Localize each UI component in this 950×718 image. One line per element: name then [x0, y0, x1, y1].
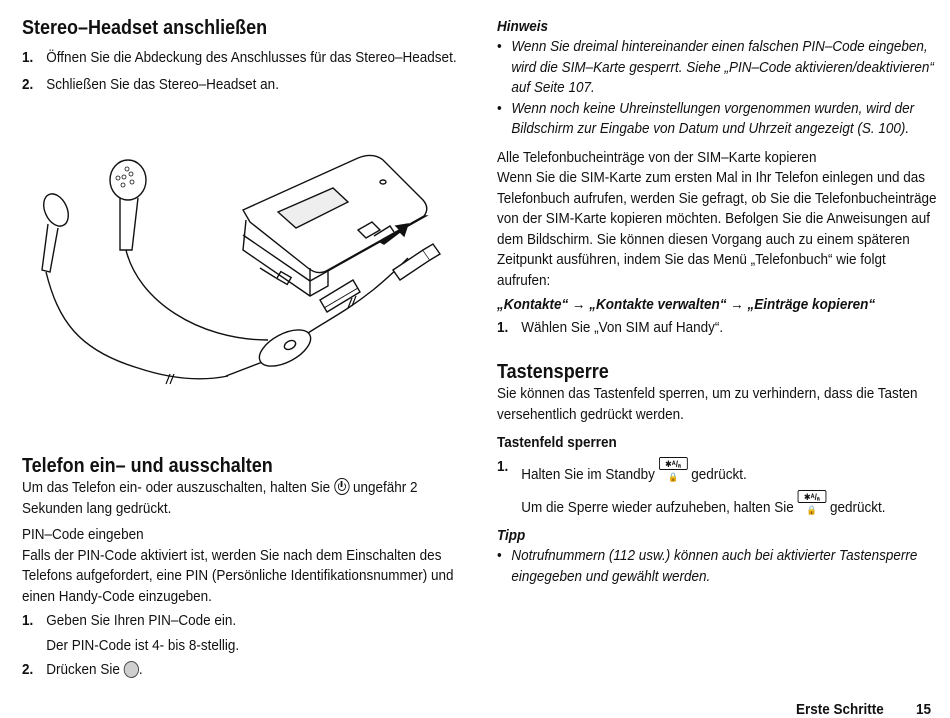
lock-step-1-sub: Um die Sperre wieder aufzuheben, halten … [521, 489, 886, 516]
phone-body [242, 154, 428, 274]
headset-illustration [41, 154, 442, 385]
pin-step-1: 1. Geben Sie Ihren PIN–Code ein. [22, 612, 237, 629]
star-lock-key-icon: ✱ᴬ/ₐ 🔒 [797, 489, 827, 515]
plug [392, 249, 431, 281]
footer-page-number: 15 [916, 701, 932, 718]
pin-step-1-sub: Der PIN-Code ist 4- bis 8-stellig. [46, 636, 240, 654]
copy-text: Wenn Sie die SIM-Karte zum ersten Mal in… [497, 169, 937, 289]
lock-text: Sie können das Tastenfeld sperren, um zu… [497, 385, 918, 423]
headset-step-1: 1. Öffnen Sie die Abdeckung des Anschlus… [22, 49, 457, 66]
hinweis-bullet-1: •Wenn Sie dreimal hintereinander einen f… [497, 38, 934, 96]
power-section: Telefon ein– und ausschalten Um das Tele… [22, 454, 462, 681]
left-earbud-stem [41, 223, 59, 273]
power-key-icon [333, 478, 350, 495]
lock-heading: Tastensperre [497, 361, 609, 383]
hinweis-heading: Hinweis [497, 18, 549, 35]
power-heading: Telefon ein– und ausschalten [22, 455, 273, 477]
copy-step-1: 1. Wählen Sie „Von SIM auf Handy“. [497, 318, 724, 336]
right-earbud [109, 159, 147, 201]
right-earbud-stem [119, 197, 139, 251]
lock-step-1: 1. Halten Sie im Standby ✱ᴬ/ₐ 🔒 gedrückt… [497, 457, 747, 483]
insert-arrow [378, 223, 410, 245]
menu-path: „Kontakte“ → „Kontakte verwalten“ → „Ein… [497, 296, 876, 313]
hinweis-bullet-2: •Wenn noch keine Uhreinstellungen vorgen… [497, 99, 915, 138]
headset-section: Stereo–Headset anschließen 1. Öffnen Sie… [22, 16, 462, 95]
tipp-heading: Tipp [497, 527, 526, 544]
power-text: Um das Telefon ein- oder auszuschalten, … [22, 478, 418, 517]
footer-section-title: Erste Schritte [796, 701, 884, 718]
pin-text: Falls der PIN-Code aktiviert ist, werden… [22, 546, 454, 605]
headset-heading: Stereo–Headset anschließen [22, 17, 268, 39]
cable-right [125, 249, 269, 341]
pin-subheading: PIN–Code eingeben [22, 526, 144, 543]
lock-subheading: Tastenfeld sperren [497, 434, 617, 451]
tipp-bullet-1: •Notrufnummern (112 usw.) können auch be… [497, 547, 918, 585]
left-earbud [43, 193, 69, 227]
hinweis-section: Hinweis •Wenn Sie dreimal hintereinander… [497, 17, 937, 587]
headset-step-2: 2. Schließen Sie das Stereo–Headset an. [22, 75, 279, 93]
center-key-icon [123, 661, 139, 678]
star-lock-key-icon: ✱ᴬ/ₐ 🔒 [658, 457, 688, 482]
pin-step-2: 2. Drücken Sie . [22, 661, 143, 678]
cable-left [45, 271, 229, 380]
phone-display [276, 187, 350, 229]
copy-subheading: Alle Telefonbucheinträge von der SIM–Kar… [497, 148, 817, 166]
